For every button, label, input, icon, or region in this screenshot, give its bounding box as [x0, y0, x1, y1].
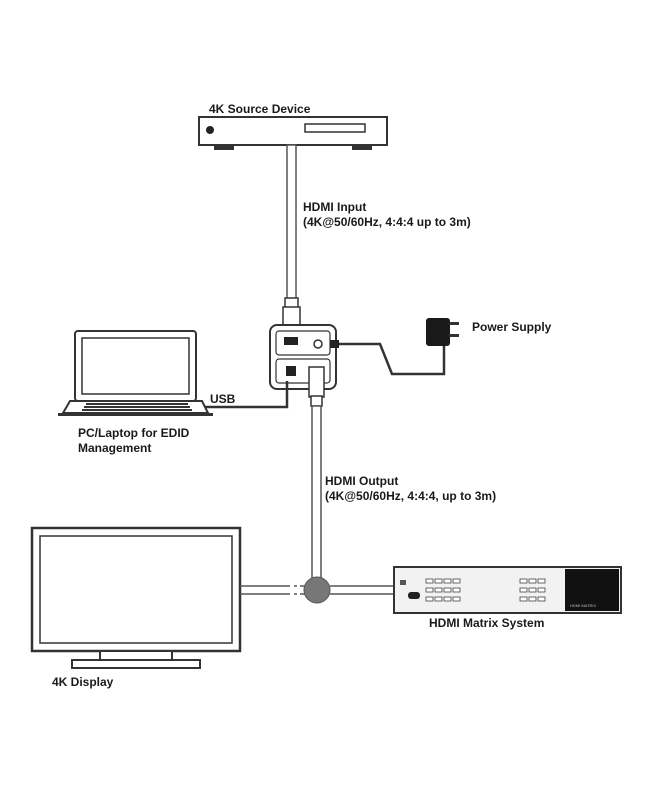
power-adapter-icon: [426, 318, 459, 346]
pc-label-line1: PC/Laptop for EDID: [78, 426, 190, 440]
junction-node: [303, 576, 331, 604]
edid-emulator-icon: [269, 324, 337, 390]
laptop-icon: [58, 330, 213, 416]
power-supply-label: Power Supply: [472, 320, 552, 334]
hdmi-input-cable: [282, 144, 301, 338]
hdmi-input-title: HDMI Input: [303, 200, 366, 214]
power-cable: [336, 342, 446, 376]
hdmi-output-spec: (4K@50/60Hz, 4:4:4, up to 3m): [325, 489, 496, 503]
source-device-label: 4K Source Device: [209, 102, 311, 116]
matrix-label: HDMI Matrix System: [429, 616, 544, 630]
matrix-cable: [330, 585, 395, 595]
usb-label: USB: [210, 392, 236, 406]
svg-text:HDMI MATRIX: HDMI MATRIX: [570, 603, 596, 608]
display-label: 4K Display: [52, 675, 114, 689]
hdmi-output-title: HDMI Output: [325, 474, 398, 488]
hdmi-input-spec: (4K@50/60Hz, 4:4:4 up to 3m): [303, 215, 471, 229]
source-device-icon: [198, 116, 388, 150]
usb-cable: [205, 381, 289, 409]
monitor-icon: [30, 526, 242, 669]
matrix-switcher-icon: HDMI MATRIX: [393, 566, 622, 614]
hdmi-output-cable: [308, 366, 325, 579]
display-cable: [240, 585, 305, 595]
pc-label-line2: Management: [78, 441, 151, 455]
